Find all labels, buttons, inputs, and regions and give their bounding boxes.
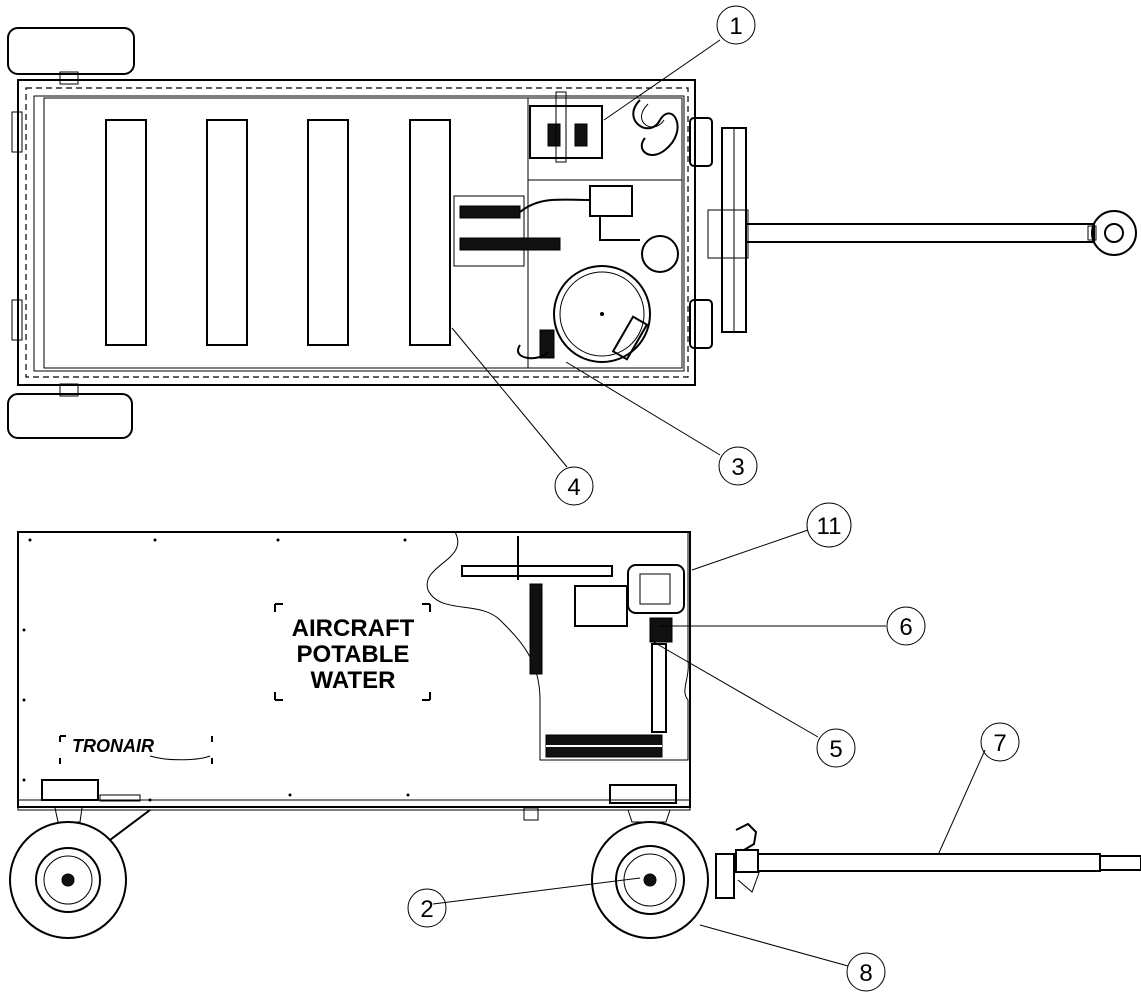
pump-body xyxy=(589,185,633,217)
svg-text:5: 5 xyxy=(829,736,842,763)
tow-bar-side xyxy=(757,853,1101,872)
cutaway-outline xyxy=(426,531,689,761)
tow-eye xyxy=(1091,210,1137,256)
hose-coil xyxy=(553,265,651,363)
svg-text:11: 11 xyxy=(817,513,842,540)
callout-2: 2 xyxy=(407,888,447,928)
callout-11: 11 xyxy=(806,502,852,548)
callout-8: 8 xyxy=(846,952,886,992)
callout-5: 5 xyxy=(816,728,856,768)
decal-panel: AIRCRAFT POTABLE WATER xyxy=(274,603,431,701)
svg-text:1: 1 xyxy=(729,13,742,40)
top-view xyxy=(7,27,1137,439)
svg-text:2: 2 xyxy=(420,896,433,923)
callout-4: 4 xyxy=(554,466,594,506)
callout-6: 6 xyxy=(886,606,926,646)
svg-text:4: 4 xyxy=(567,474,580,501)
side-view: AIRCRAFT POTABLE WATER TRONAIR xyxy=(9,531,1141,939)
decal-line-1: AIRCRAFT xyxy=(292,615,415,642)
equipment-compartment xyxy=(527,97,683,369)
brand-logo: TRONAIR xyxy=(72,736,154,756)
brand-decal: TRONAIR xyxy=(59,735,213,764)
decal-line-3: WATER xyxy=(311,667,396,694)
tow-bar-top xyxy=(745,223,1095,243)
decal-line-2: POTABLE xyxy=(297,641,410,668)
callout-1: 1 xyxy=(716,5,756,45)
front-wheel xyxy=(591,809,709,939)
callout-7: 7 xyxy=(980,722,1020,762)
svg-text:8: 8 xyxy=(859,960,872,987)
side-body xyxy=(17,531,691,808)
leader-lines xyxy=(432,39,986,967)
water-tank xyxy=(43,97,529,369)
callout-3: 3 xyxy=(718,446,758,486)
rear-wheel xyxy=(9,807,151,939)
svg-text:7: 7 xyxy=(993,730,1006,757)
top-frame xyxy=(17,79,696,386)
svg-text:6: 6 xyxy=(899,614,912,641)
svg-text:3: 3 xyxy=(731,454,744,481)
top-wheel-front-left xyxy=(7,27,135,75)
top-wheel-rear-left xyxy=(7,393,133,439)
